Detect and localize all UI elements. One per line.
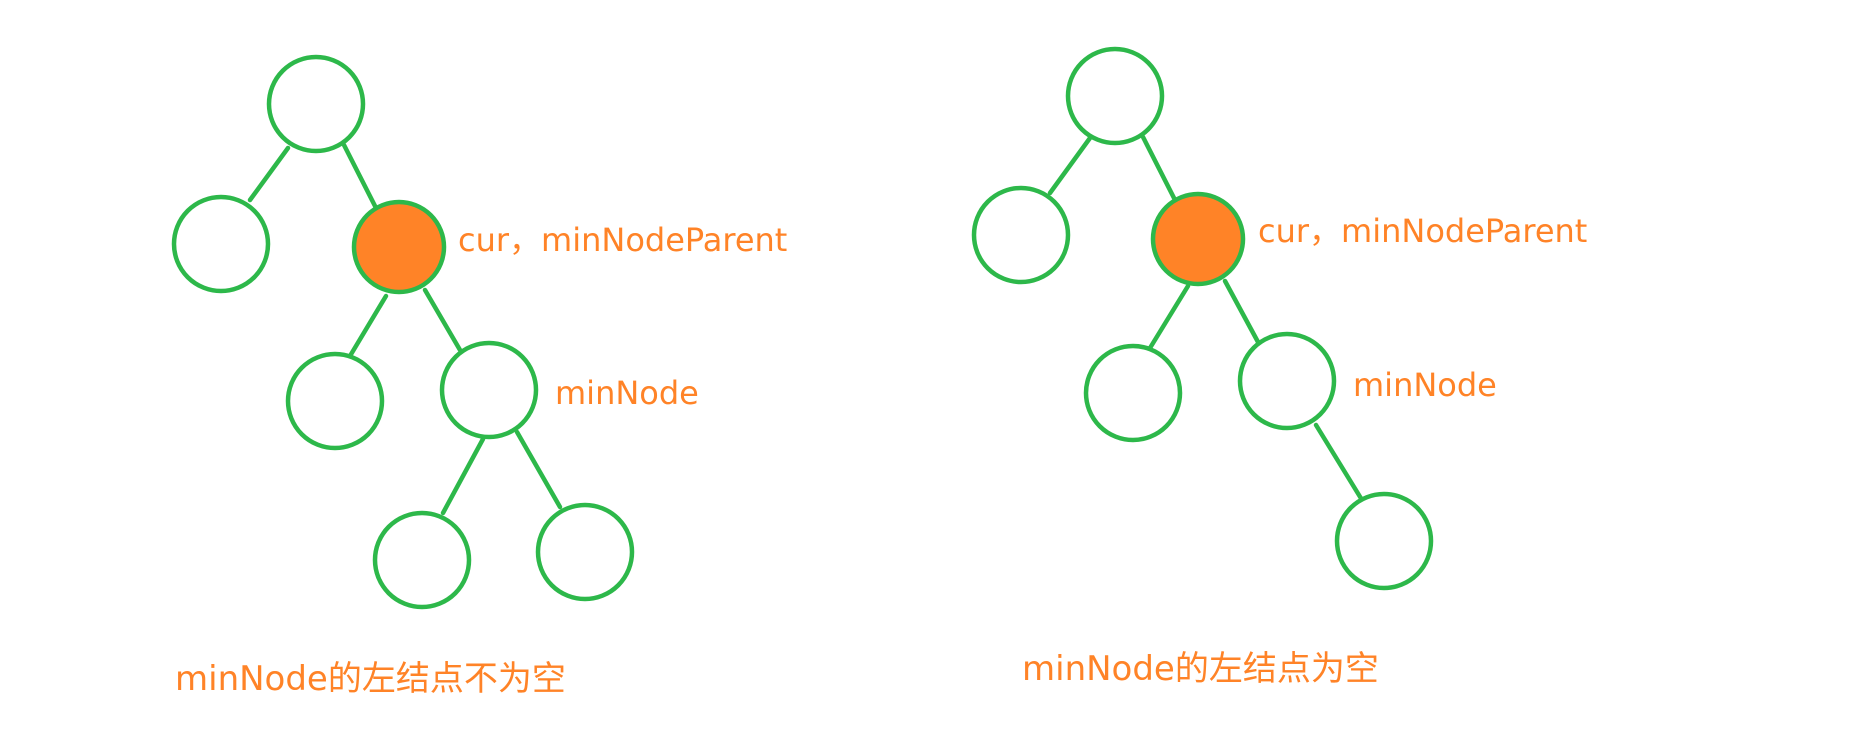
left-caption: minNode的左结点不为空 bbox=[175, 659, 566, 699]
edge bbox=[440, 436, 486, 516]
tree-node-cur bbox=[351, 199, 447, 295]
tree-node-minnode bbox=[439, 340, 539, 440]
tree-node-root bbox=[266, 54, 366, 154]
tree-node-root bbox=[1065, 46, 1165, 146]
right-tree: cur，minNodeParent minNode minNode的左结点为空 bbox=[971, 46, 1587, 689]
tree-node bbox=[971, 185, 1071, 285]
tree-node bbox=[171, 194, 271, 294]
edge bbox=[1147, 283, 1191, 351]
tree-node bbox=[1334, 491, 1434, 591]
edge bbox=[1222, 278, 1261, 345]
edge bbox=[1140, 134, 1177, 201]
edge bbox=[422, 287, 463, 353]
cur-label: cur，minNodeParent bbox=[458, 221, 787, 259]
tree-node bbox=[1083, 343, 1183, 443]
minnode-label: minNode bbox=[555, 374, 699, 412]
tree-node bbox=[372, 510, 472, 610]
edge bbox=[1047, 135, 1093, 196]
edge bbox=[514, 429, 563, 510]
edge bbox=[1313, 422, 1365, 503]
edge bbox=[347, 293, 389, 359]
tree-node bbox=[535, 502, 635, 602]
right-caption: minNode的左结点为空 bbox=[1022, 649, 1379, 689]
edge bbox=[341, 142, 378, 209]
minnode-label: minNode bbox=[1353, 366, 1497, 404]
cur-label: cur，minNodeParent bbox=[1258, 212, 1587, 250]
tree-node bbox=[285, 351, 385, 451]
edge bbox=[247, 145, 291, 203]
tree-node-minnode bbox=[1237, 331, 1337, 431]
tree-node-cur bbox=[1150, 191, 1246, 287]
left-tree: cur，minNodeParent minNode minNode的左结点不为空 bbox=[171, 54, 787, 699]
